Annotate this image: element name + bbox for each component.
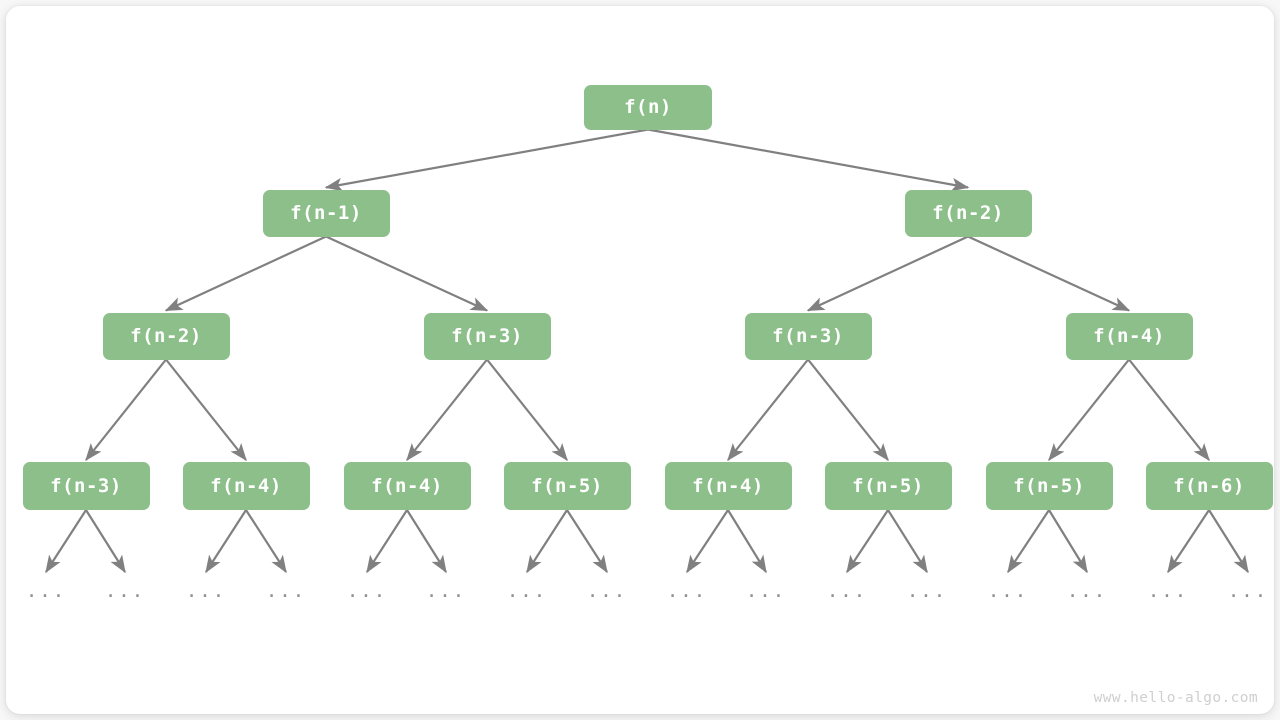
recursion-tree-diagram: f(n) f(n-1) f(n-2) f(n-2) f(n-3) f(n-3) f(n-4)… <box>6 6 1274 714</box>
ellipsis-marker: ... <box>987 580 1029 602</box>
tree-edge <box>727 358 809 462</box>
leaf-edge <box>205 509 247 574</box>
tree-edge <box>324 128 649 192</box>
leaf-edge <box>1007 509 1050 574</box>
tree-node-label: f(n-6) <box>1173 475 1245 497</box>
tree-node[interactable]: f(n-3) <box>22 462 150 510</box>
tree-node[interactable]: f(n) <box>584 84 712 130</box>
ellipsis-marker: ... <box>666 580 708 602</box>
tree-edge <box>807 358 889 462</box>
tree-node[interactable]: f(n-1) <box>262 189 390 237</box>
leaf-edge <box>366 509 408 574</box>
ellipsis-marker: ... <box>1066 580 1108 602</box>
leaf-edge <box>846 509 889 574</box>
tree-node-label: f(n) <box>624 96 672 118</box>
tree-node[interactable]: f(n-5) <box>985 462 1113 510</box>
ellipsis-marker: ... <box>425 580 467 602</box>
ellipsis-marker: ... <box>1227 580 1269 602</box>
tree-edge <box>406 358 488 462</box>
ellipsis-marker: ... <box>265 580 307 602</box>
tree-edge <box>325 235 489 312</box>
tree-node[interactable]: f(n-3) <box>423 312 551 360</box>
tree-node[interactable]: f(n-5) <box>503 462 631 510</box>
leaf-edge <box>1048 509 1088 574</box>
ellipsis-marker: ... <box>906 580 948 602</box>
ellipsis-marker: ... <box>1147 580 1189 602</box>
tree-node[interactable]: f(n-3) <box>744 312 872 360</box>
leaf-edge <box>1208 509 1249 574</box>
tree-node-label: f(n-2) <box>130 325 202 347</box>
leaf-edge <box>85 509 126 574</box>
tree-edge <box>486 358 568 462</box>
tree-node-label: f(n-5) <box>531 475 603 497</box>
leaf-edge <box>1167 509 1210 574</box>
tree-edge <box>1048 358 1130 462</box>
tree-edge <box>647 128 970 192</box>
leaf-edge <box>727 509 767 574</box>
tree-node[interactable]: f(n-2) <box>102 312 230 360</box>
tree-node[interactable]: f(n-4) <box>182 462 310 510</box>
tree-edge <box>967 235 1131 312</box>
tree-node-label: f(n-3) <box>772 325 844 347</box>
tree-node[interactable]: f(n-5) <box>824 462 952 510</box>
tree-edges <box>85 128 1210 462</box>
tree-node-label: f(n-2) <box>932 202 1004 224</box>
tree-edge <box>165 358 247 462</box>
ellipsis-marker: ... <box>185 580 227 602</box>
leaf-edges <box>45 509 1249 574</box>
leaf-edge <box>45 509 87 574</box>
tree-node-label: f(n-4) <box>692 475 764 497</box>
tree-node-label: f(n-5) <box>1013 475 1085 497</box>
leaf-edge <box>245 509 287 574</box>
tree-node[interactable]: f(n-6) <box>1145 462 1273 510</box>
leaf-edge <box>566 509 608 574</box>
ellipsis-marker: ... <box>346 580 388 602</box>
tree-node-label: f(n-4) <box>371 475 443 497</box>
ellipsis-marker: ... <box>506 580 548 602</box>
tree-edge <box>85 358 167 462</box>
ellipsis-marker: ... <box>826 580 868 602</box>
tree-node-label: f(n-4) <box>1093 325 1165 347</box>
leaf-edge <box>406 509 447 574</box>
tree-edge <box>164 235 327 312</box>
tree-node-label: f(n-3) <box>451 325 523 347</box>
tree-node[interactable]: f(n-4) <box>664 462 792 510</box>
tree-node-label: f(n-3) <box>50 475 122 497</box>
tree-edge <box>1128 358 1210 462</box>
leaf-edge <box>526 509 568 574</box>
ellipsis-marker: ... <box>745 580 787 602</box>
tree-node[interactable]: f(n-2) <box>904 189 1032 237</box>
ellipsis-marker: ... <box>104 580 146 602</box>
tree-node[interactable]: f(n-4) <box>1065 312 1193 360</box>
tree-node-label: f(n-1) <box>290 202 362 224</box>
watermark: www.hello-algo.com <box>1093 690 1258 706</box>
leaf-edge <box>686 509 729 574</box>
tree-node[interactable]: f(n-4) <box>343 462 471 510</box>
tree-edge <box>806 235 969 312</box>
ellipsis-marker: ... <box>586 580 628 602</box>
ellipsis-marker: ... <box>25 580 67 602</box>
diagram-card: f(n) f(n-1) f(n-2) f(n-2) f(n-3) f(n-3) f(n-4)… <box>6 6 1274 714</box>
tree-node-label: f(n-4) <box>210 475 282 497</box>
leaf-edge <box>887 509 928 574</box>
tree-node-label: f(n-5) <box>852 475 924 497</box>
